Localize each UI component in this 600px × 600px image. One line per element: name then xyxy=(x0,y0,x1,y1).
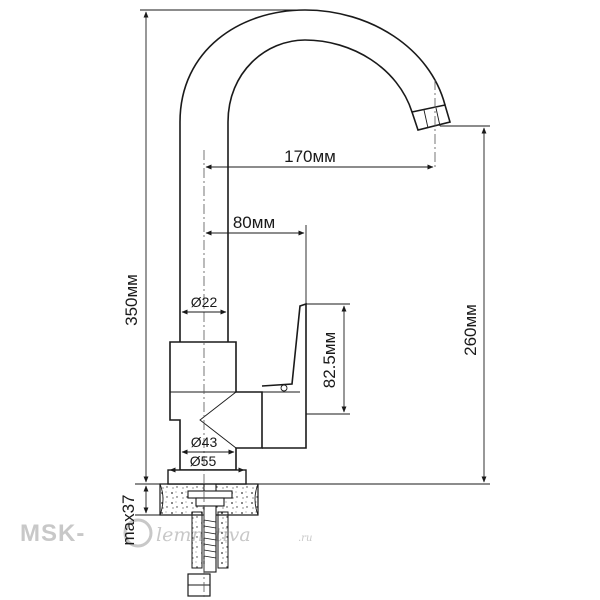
label-spout-reach: 170мм xyxy=(284,147,336,166)
label-handle-offset: 80мм xyxy=(233,213,275,232)
watermark-script: lemnativa xyxy=(156,524,251,546)
watermark: MSK- lemnativa .ru xyxy=(20,518,312,548)
label-spout-height: 260мм xyxy=(461,304,480,356)
mounting-kit xyxy=(187,475,233,597)
label-height-total: 350мм xyxy=(122,274,141,326)
label-base-diameter-inner: Ø43 xyxy=(191,434,218,450)
watermark-logo-icon xyxy=(123,518,153,548)
watermark-suffix: .ru xyxy=(298,533,312,544)
label-handle-height: 82.5мм xyxy=(320,332,339,388)
faucet-body xyxy=(167,9,452,600)
label-max-counter-thickness: max37 xyxy=(119,494,138,545)
label-spout-diameter: Ø22 xyxy=(191,294,218,310)
label-base-diameter-outer: Ø55 xyxy=(190,453,217,469)
dimension-labels: 350мм 170мм 80мм 260мм 82.5мм Ø22 Ø43 Ø5… xyxy=(119,147,480,546)
watermark-brand: MSK- xyxy=(20,520,85,547)
dimension-lines xyxy=(140,9,490,514)
